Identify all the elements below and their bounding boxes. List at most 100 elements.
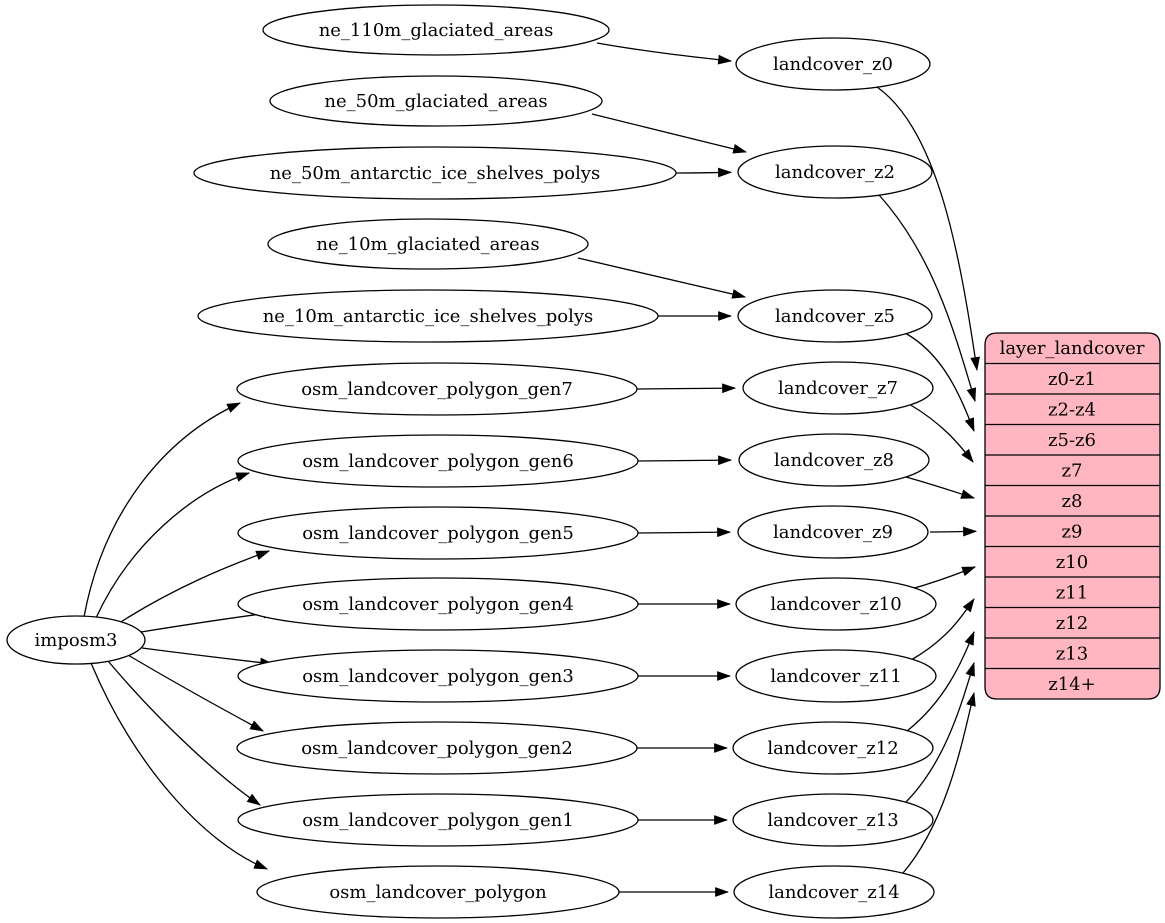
edge-imposm3-to-gen1 — [107, 660, 261, 806]
node-landcover-z8-shape — [738, 433, 930, 487]
table-row-z10: z10 — [1056, 552, 1088, 573]
node-ne-50m-glaciated-areas-label: ne_50m_glaciated_areas — [324, 91, 547, 112]
node-landcover-z5-label: landcover_z5 — [775, 306, 895, 327]
table-row-z7: z7 — [1062, 461, 1083, 482]
node-osm-landcover-polygon-gen5-shape — [237, 506, 639, 560]
node-landcover-z0-label: landcover_z0 — [773, 54, 893, 75]
node-osm-landcover-polygon-gen6-shape — [237, 434, 639, 488]
table-row-z5-z6: z5-z6 — [1048, 430, 1096, 451]
node-imposm3-label: imposm3 — [35, 630, 118, 651]
node-osm-landcover-polygon-gen3-label: osm_landcover_polygon_gen3 — [302, 666, 574, 687]
node-osm-landcover-polygon-gen4: osm_landcover_polygon_gen4 — [237, 577, 639, 631]
edge-z12-to-row-z12 — [906, 630, 975, 732]
edge-z7-to-row-z7 — [908, 403, 974, 463]
table-row-z11: z11 — [1056, 583, 1088, 604]
edge-ne50m-glaciated-to-z2 — [591, 113, 748, 154]
node-landcover-z14-shape — [733, 865, 935, 919]
node-osm-landcover-polygon-gen1: osm_landcover_polygon_gen1 — [237, 793, 639, 847]
node-ne-10m-glaciated-areas-label: ne_10m_glaciated_areas — [316, 234, 539, 255]
node-landcover-z2: landcover_z2 — [737, 145, 933, 199]
node-imposm3-shape — [6, 615, 146, 665]
edge-imposm3-to-gen2 — [127, 654, 264, 732]
table-title: layer_landcover — [1000, 338, 1145, 359]
node-ne-10m-glaciated-areas-shape — [267, 218, 589, 270]
node-landcover-z11-shape — [735, 649, 937, 703]
edge-imposm3-to-polygon — [90, 662, 269, 870]
node-landcover-z12: landcover_z12 — [732, 721, 934, 775]
node-osm-landcover-polygon-gen2: osm_landcover_polygon_gen2 — [236, 721, 638, 775]
node-osm-landcover-polygon-gen5-label: osm_landcover_polygon_gen5 — [302, 523, 574, 544]
node-landcover-z10: landcover_z10 — [735, 577, 937, 631]
node-landcover-z2-shape — [737, 145, 933, 199]
node-landcover-z2-label: landcover_z2 — [775, 162, 895, 183]
node-osm-landcover-polygon-gen7-label: osm_landcover_polygon_gen7 — [301, 379, 573, 400]
node-osm-landcover-polygon: osm_landcover_polygon — [256, 865, 620, 919]
node-ne-50m-antarctic-ice-shelves-polys-label: ne_50m_antarctic_ice_shelves_polys — [270, 163, 601, 184]
node-osm-landcover-polygon-gen3-shape — [237, 649, 639, 703]
edge-imposm3-to-gen7 — [83, 402, 242, 618]
table-layer-landcover: layer_landcover z0-z1 z2-z4 z5-z6 z7 z8 … — [984, 332, 1161, 700]
node-osm-landcover-polygon-gen1-shape — [237, 793, 639, 847]
edge-ne10m-glaciated-to-z5 — [577, 257, 747, 299]
node-landcover-z7: landcover_z7 — [742, 361, 934, 415]
node-osm-landcover-polygon-gen3: osm_landcover_polygon_gen3 — [237, 649, 639, 703]
node-landcover-z13: landcover_z13 — [732, 793, 934, 847]
node-landcover-z10-label: landcover_z10 — [770, 594, 901, 615]
edge-gen7-to-z7 — [636, 383, 737, 394]
edge-ne50m-antarctic-to-z2 — [675, 167, 733, 178]
node-osm-landcover-polygon-gen4-shape — [237, 577, 639, 631]
node-imposm3: imposm3 — [6, 615, 146, 665]
node-osm-landcover-polygon-gen7: osm_landcover_polygon_gen7 — [236, 362, 638, 416]
node-osm-landcover-polygon-gen4-label: osm_landcover_polygon_gen4 — [302, 594, 574, 615]
node-landcover-z5: landcover_z5 — [737, 289, 933, 343]
node-landcover-z14-label: landcover_z14 — [768, 882, 899, 903]
node-landcover-z13-label: landcover_z13 — [767, 810, 898, 831]
table-row-z2-z4: z2-z4 — [1048, 400, 1096, 421]
edge-z13-to-row-z13 — [904, 661, 975, 804]
edge-z0-to-row-z0-z1 — [876, 86, 980, 372]
node-ne-10m-glaciated-areas: ne_10m_glaciated_areas — [267, 218, 589, 270]
node-ne-50m-antarctic-ice-shelves-polys: ne_50m_antarctic_ice_shelves_polys — [193, 146, 677, 200]
node-osm-landcover-polygon-label: osm_landcover_polygon — [329, 882, 547, 903]
node-osm-landcover-polygon-gen6-label: osm_landcover_polygon_gen6 — [302, 451, 574, 472]
node-landcover-z11: landcover_z11 — [735, 649, 937, 703]
node-landcover-z12-label: landcover_z12 — [767, 738, 898, 759]
node-landcover-z9-shape — [737, 505, 929, 559]
node-osm-landcover-polygon-shape — [256, 865, 620, 919]
edge-ne110m-to-z0 — [596, 42, 733, 65]
node-landcover-z13-shape — [732, 793, 934, 847]
node-osm-landcover-polygon-gen1-label: osm_landcover_polygon_gen1 — [302, 810, 574, 831]
node-landcover-z5-shape — [737, 289, 933, 343]
edge-gen6-to-z8 — [637, 455, 733, 466]
node-ne-110m-glaciated-areas-shape — [262, 4, 610, 56]
edge-layer — [83, 42, 980, 897]
edge-imposm3-to-gen6 — [95, 472, 251, 619]
edge-z9-to-row-z9 — [929, 526, 978, 537]
node-landcover-z9-label: landcover_z9 — [773, 522, 893, 543]
node-ne-50m-glaciated-areas-shape — [269, 75, 603, 127]
node-ne-10m-antarctic-ice-shelves-polys-shape — [197, 289, 659, 343]
node-osm-landcover-polygon-gen7-shape — [236, 362, 638, 416]
node-landcover-z7-shape — [742, 361, 934, 415]
node-landcover-z11-label: landcover_z11 — [770, 666, 901, 687]
edge-z11-to-row-z11 — [910, 598, 975, 661]
node-landcover-z9: landcover_z9 — [737, 505, 929, 559]
table-row-z9: z9 — [1062, 522, 1083, 543]
node-osm-landcover-polygon-gen2-shape — [236, 721, 638, 775]
node-landcover-z8-label: landcover_z8 — [774, 450, 894, 471]
node-landcover-z8: landcover_z8 — [738, 433, 930, 487]
edge-z14-to-row-z14 — [902, 691, 976, 874]
table-row-z12: z12 — [1056, 613, 1088, 634]
node-ne-50m-glaciated-areas: ne_50m_glaciated_areas — [269, 75, 603, 127]
edge-imposm3-to-gen3 — [141, 647, 275, 668]
node-landcover-z0-shape — [735, 37, 931, 91]
table-row-z8: z8 — [1062, 491, 1083, 512]
node-landcover-z12-shape — [732, 721, 934, 775]
node-osm-landcover-polygon-gen2-label: osm_landcover_polygon_gen2 — [301, 738, 573, 759]
node-ne-110m-glaciated-areas-label: ne_110m_glaciated_areas — [319, 20, 554, 41]
edge-z10-to-row-z10 — [910, 566, 977, 590]
table-row-z0-z1: z0-z1 — [1048, 369, 1096, 390]
node-landcover-z7-label: landcover_z7 — [778, 378, 898, 399]
